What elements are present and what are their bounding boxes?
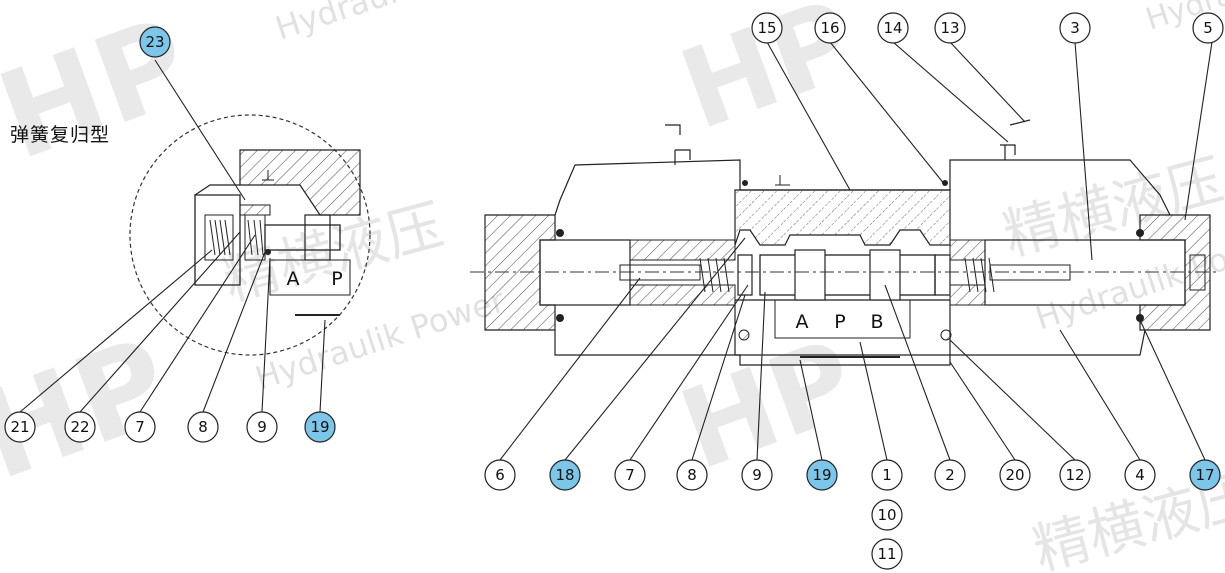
svg-text:15: 15 (757, 19, 776, 37)
callout-17: 17 (1189, 459, 1221, 491)
svg-text:6: 6 (495, 466, 505, 484)
callout-14: 14 (877, 12, 909, 44)
svg-text:14: 14 (883, 19, 902, 37)
callout-9: 9 (246, 411, 278, 443)
callouts: 23 21 22 7 8 9 19 15 16 14 13 3 5 6 18 7… (4, 12, 1224, 570)
right-solenoid-tube (984, 239, 1186, 306)
watermark-text: Hydraulik Power (271, 0, 530, 48)
port-label: B (870, 311, 883, 333)
svg-text:5: 5 (1203, 19, 1213, 37)
port-label: P (834, 311, 845, 333)
svg-text:17: 17 (1195, 466, 1214, 484)
port-label: P (331, 268, 342, 290)
valve-body (734, 189, 951, 246)
svg-text:7: 7 (135, 418, 145, 436)
callout-1: 1 (871, 459, 903, 491)
svg-text:9: 9 (752, 466, 762, 484)
callout-7: 7 (614, 459, 646, 491)
callout-2: 2 (934, 459, 966, 491)
callout-12: 12 (1059, 459, 1091, 491)
svg-text:22: 22 (70, 418, 89, 436)
connector (665, 124, 691, 165)
callout-21: 21 (4, 411, 36, 443)
svg-text:16: 16 (820, 19, 839, 37)
callout-7: 7 (124, 411, 156, 443)
callout-5: 5 (1192, 12, 1224, 44)
svg-text:1: 1 (882, 466, 892, 484)
detail-view: A P (129, 114, 371, 356)
svg-text:18: 18 (555, 466, 574, 484)
svg-text:11: 11 (877, 545, 896, 563)
callout-22: 22 (64, 411, 96, 443)
housing-outline (554, 329, 1146, 366)
svg-text:19: 19 (812, 466, 831, 484)
detail-circle (129, 114, 371, 356)
callout-8: 8 (676, 459, 708, 491)
svg-text:23: 23 (145, 33, 164, 51)
main-section: A P B (470, 119, 1220, 366)
spring (964, 257, 995, 293)
svg-text:4: 4 (1135, 466, 1145, 484)
callout-3: 3 (1059, 12, 1091, 44)
svg-text:7: 7 (625, 466, 635, 484)
watermark-logo: HP (0, 0, 207, 187)
callout-10: 10 (871, 499, 903, 531)
port-label: A (796, 311, 809, 333)
svg-text:9: 9 (257, 418, 267, 436)
spring (699, 257, 730, 293)
callout-11: 11 (871, 538, 903, 570)
svg-text:2: 2 (945, 466, 955, 484)
svg-text:21: 21 (10, 418, 29, 436)
svg-text:20: 20 (1005, 466, 1024, 484)
leader-lines (19, 41, 1213, 461)
port-box (774, 299, 911, 339)
callout-18: 18 (549, 459, 581, 491)
callout-15: 15 (751, 12, 783, 44)
svg-text:12: 12 (1065, 466, 1084, 484)
callout-6: 6 (484, 459, 516, 491)
callout-23: 23 (139, 26, 171, 58)
svg-text:19: 19 (310, 418, 329, 436)
watermark-logo: HP (0, 312, 187, 507)
callout-16: 16 (814, 12, 846, 44)
callout-19: 19 (304, 411, 336, 443)
callout-13: 13 (934, 12, 966, 44)
callout-4: 4 (1124, 459, 1156, 491)
svg-text:10: 10 (877, 506, 896, 524)
callout-19: 19 (806, 459, 838, 491)
detail-body: A P (194, 149, 361, 316)
svg-text:13: 13 (940, 19, 959, 37)
svg-text:8: 8 (687, 466, 697, 484)
svg-text:3: 3 (1070, 19, 1080, 37)
spool (759, 254, 936, 296)
port-label: A (287, 268, 300, 290)
svg-text:8: 8 (198, 418, 208, 436)
callout-20: 20 (999, 459, 1031, 491)
connector (1000, 119, 1031, 160)
diagram-title: 弹簧复归型 (10, 124, 111, 146)
callout-8: 8 (187, 411, 219, 443)
callout-9: 9 (741, 459, 773, 491)
